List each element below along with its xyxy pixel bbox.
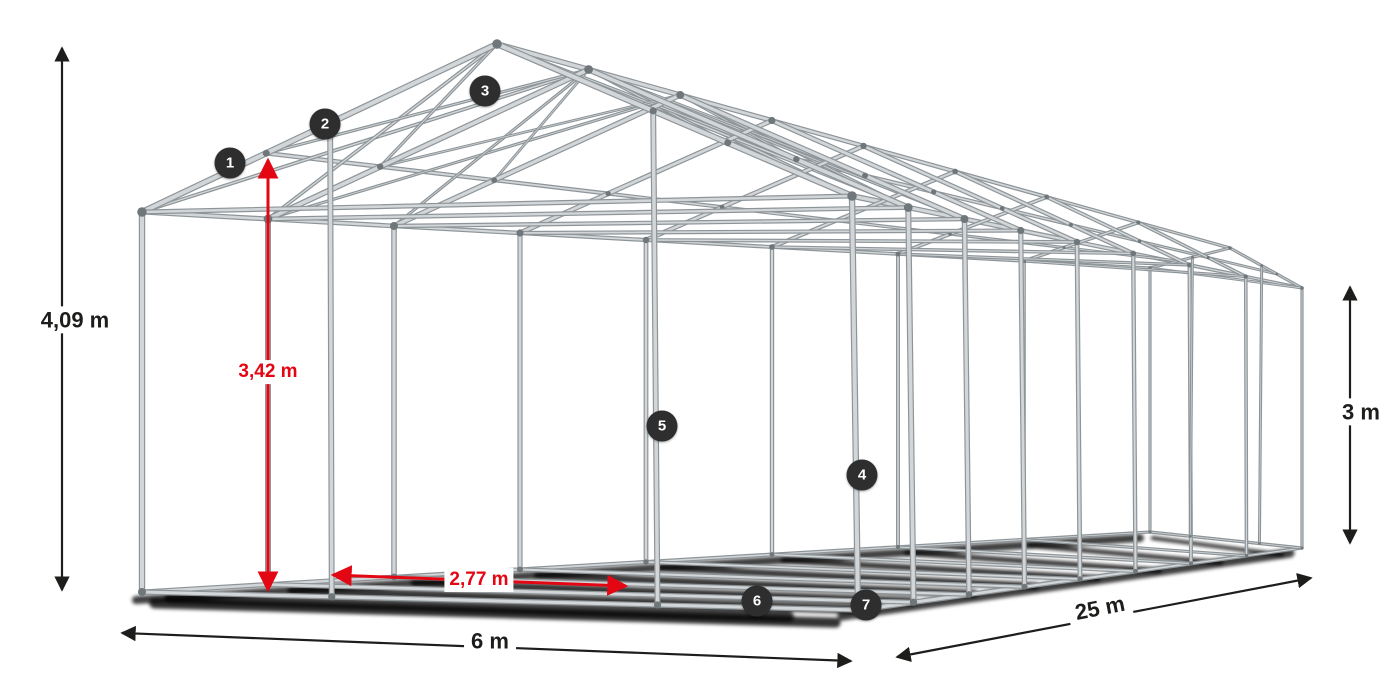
part-badge-7: 7 [850,589,882,621]
part-badge-5: 5 [646,410,678,442]
dim-clearance-height: 3,42 m [233,360,303,384]
dim-width: 6 m [464,627,516,655]
part-badge-1: 1 [214,147,246,179]
part-badge-2: 2 [309,108,341,140]
dim-total-height: 4,09 m [33,306,117,334]
dim-side-height: 3 m [1335,398,1387,426]
part-badge-4: 4 [846,459,878,491]
part-badge-6: 6 [741,585,773,617]
part-badge-3: 3 [469,75,501,107]
dim-bay-spacing: 2,77 m [444,568,514,592]
steel-frame [137,39,1304,614]
